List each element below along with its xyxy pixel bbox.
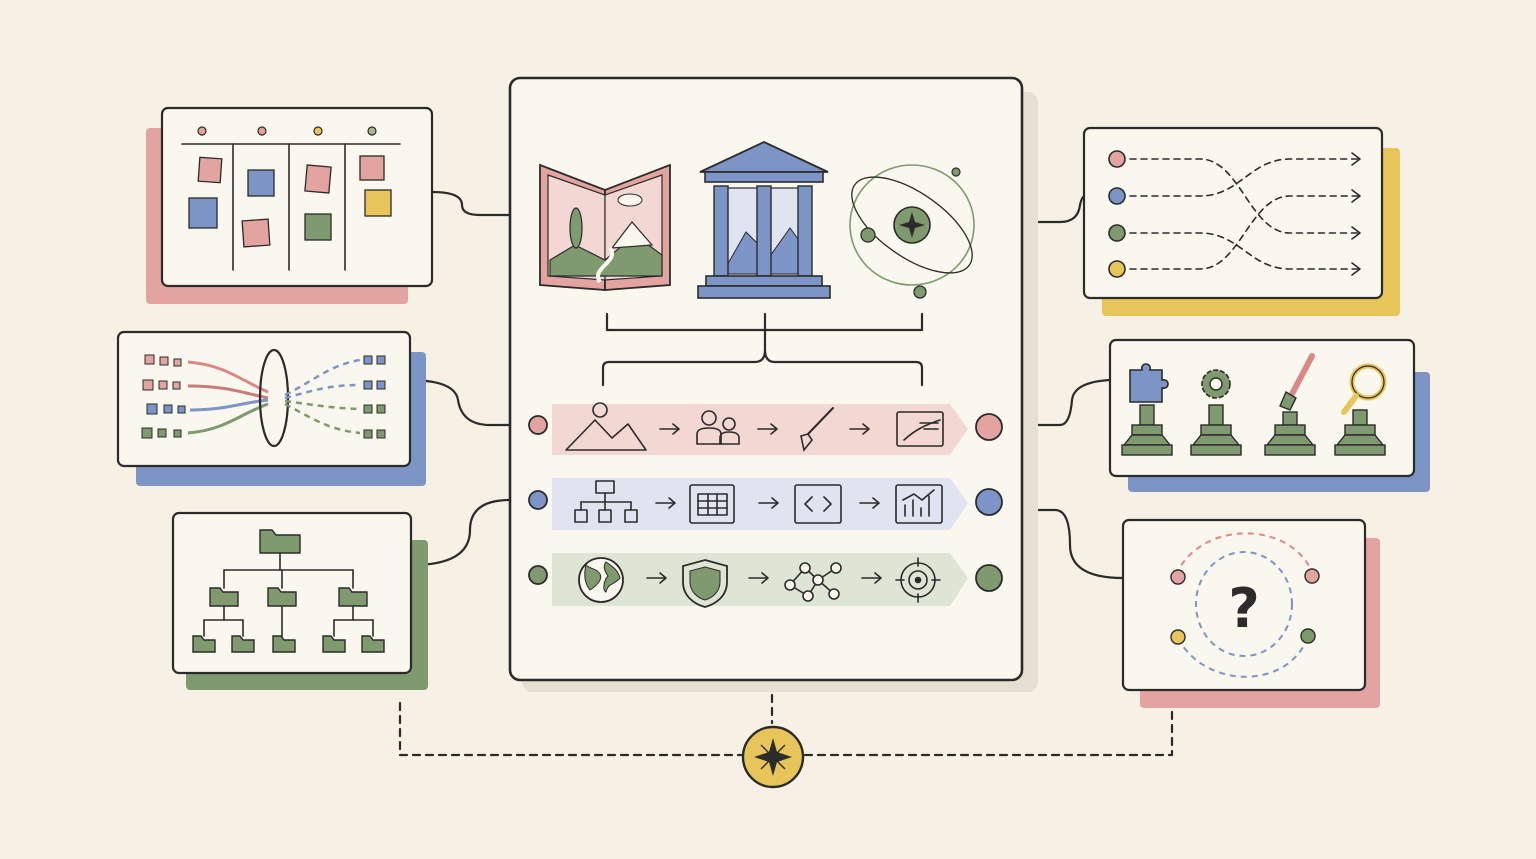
bar-chart-icon — [895, 484, 943, 524]
pipeline-green-output-node — [975, 564, 1003, 592]
people-icon — [696, 410, 740, 445]
hierarchy-chart-icon — [574, 480, 638, 523]
target-crosshair-icon — [895, 557, 941, 603]
pipeline-blue-output-node — [975, 488, 1003, 516]
globe-icon — [578, 557, 624, 603]
slide-chart-icon — [896, 411, 944, 447]
classical-temple-icon — [697, 141, 831, 299]
star-compass-icon — [741, 725, 805, 789]
gear-icon — [1201, 369, 1231, 399]
pipeline-green — [552, 553, 968, 606]
crossing-paths-card — [1082, 126, 1400, 316]
paintbrush-icon — [1279, 353, 1315, 411]
table-grid-icon — [689, 484, 735, 524]
funnel-input-squares — [141, 354, 186, 439]
question-mark-glyph: ? — [1228, 577, 1259, 640]
pipeline-blue — [552, 478, 968, 530]
convergence-bracket — [601, 312, 924, 387]
puzzle-piece-icon — [1129, 363, 1169, 403]
pipeline-green-input-node — [528, 565, 548, 585]
shield-icon — [682, 559, 728, 608]
connectors — [398, 190, 1174, 757]
pedestals — [1121, 404, 1386, 456]
landscape-image-icon — [565, 402, 647, 451]
tools-on-pedestals-card — [1108, 338, 1430, 492]
folder-tree-card — [171, 511, 428, 690]
magnifier-icon — [1341, 363, 1387, 415]
mystery-question-card: ? — [1121, 518, 1380, 708]
step-arrows — [646, 423, 882, 584]
pipeline-red-input-node — [528, 415, 548, 435]
orbit-atom-icon — [849, 164, 975, 299]
data-funnel-card — [116, 330, 426, 486]
paintbrush-icon — [800, 407, 834, 452]
center-panel — [508, 76, 1038, 692]
code-brackets-icon — [794, 484, 842, 524]
kanban-board-card — [146, 106, 434, 304]
pipeline-blue-input-node — [528, 490, 548, 510]
network-nodes-icon — [784, 562, 842, 602]
open-book-landscape-icon — [539, 163, 671, 291]
funnel-output-squares — [363, 355, 386, 439]
pipeline-red-output-node — [975, 413, 1003, 441]
